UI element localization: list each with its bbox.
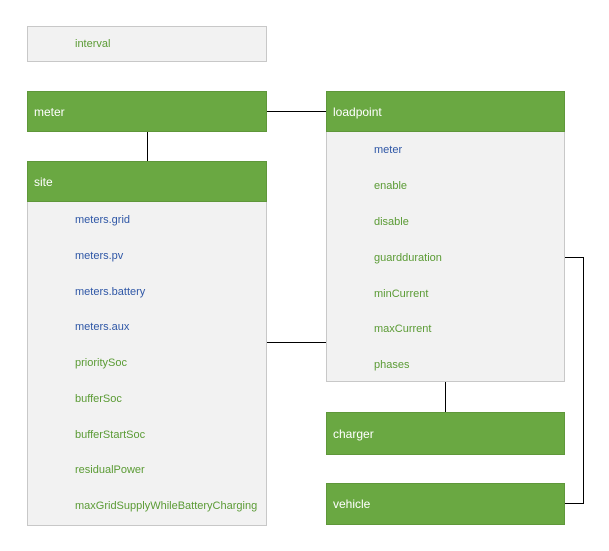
connector-loadpoint-vehicle [565,257,584,504]
loadpoint-item-min-current: minCurrent [374,288,429,300]
meter-box: meter [27,91,267,132]
site-title: site [34,174,53,189]
site-item-meters-aux: meters.aux [75,321,130,333]
interval-label: interval [75,38,111,50]
loadpoint-item-guardduration: guardduration [374,252,442,264]
site-item-residual-power: residualPower [75,464,145,476]
site-item-buffer-start-soc: bufferStartSoc [75,429,146,441]
vehicle-title: vehicle [333,497,371,511]
charger-box: charger [326,412,565,455]
charger-title: charger [333,426,374,441]
site-item-meters-grid: meters.grid [75,214,131,226]
loadpoint-item-enable: enable [374,180,408,192]
vehicle-box: vehicle [326,483,565,525]
loadpoint-item-meter: meter [374,144,403,156]
site-header: site [27,161,267,202]
loadpoint-title: loadpoint [333,104,382,119]
site-item-buffer-soc: bufferSoc [75,393,122,405]
loadpoint-item-max-current: maxCurrent [374,323,432,335]
interval-box: interval [27,26,267,62]
site-box: site meters.grid meters.pv meters.batter… [27,161,267,526]
loadpoint-item-disable: disable [374,216,409,228]
site-item-priority-soc: prioritySoc [75,357,127,369]
site-item-meters-battery: meters.battery [75,286,146,298]
site-item-max-grid-supply: maxGridSupplyWhileBatteryCharging [75,500,258,512]
loadpoint-item-phases: phases [374,359,410,371]
loadpoint-box: loadpoint meter enable disable guarddura… [326,91,565,382]
meter-title: meter [34,104,65,119]
site-item-meters-pv: meters.pv [75,250,124,262]
loadpoint-header: loadpoint [326,91,565,132]
